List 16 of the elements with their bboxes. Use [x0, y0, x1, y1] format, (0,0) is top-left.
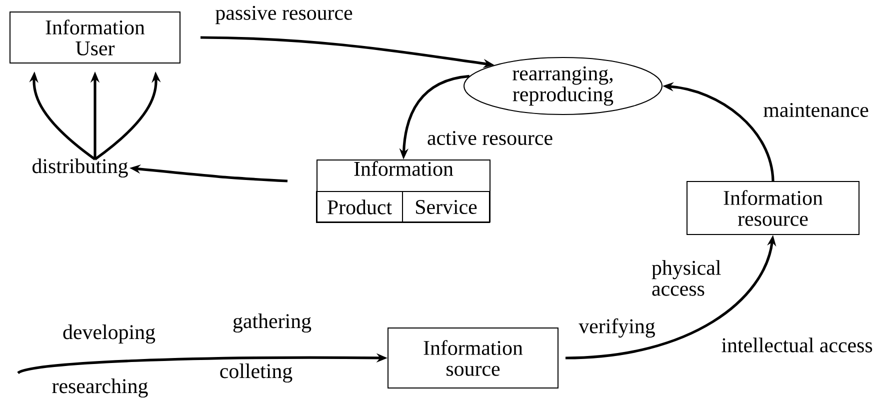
- text-label: colleting: [220, 363, 292, 383]
- table-cell: Service: [402, 191, 490, 223]
- edge-label: active resource: [426, 130, 554, 146]
- text-label: gathering: [233, 313, 312, 333]
- text-label: physical access: [652, 260, 721, 296]
- text-label: intellectual access: [722, 338, 872, 352]
- table-cell: Product: [316, 191, 403, 223]
- text-label: researching: [52, 378, 148, 398]
- text-label: developing: [63, 324, 156, 344]
- process-box: Information resource: [686, 181, 860, 235]
- step-label: distributing: [32, 158, 128, 178]
- process-box: Information User: [10, 12, 180, 64]
- edge-label: passive resource: [214, 4, 354, 26]
- edge-label: maintenance: [762, 102, 870, 118]
- process-box: Information source: [388, 328, 558, 388]
- text-label: verifying: [578, 318, 655, 338]
